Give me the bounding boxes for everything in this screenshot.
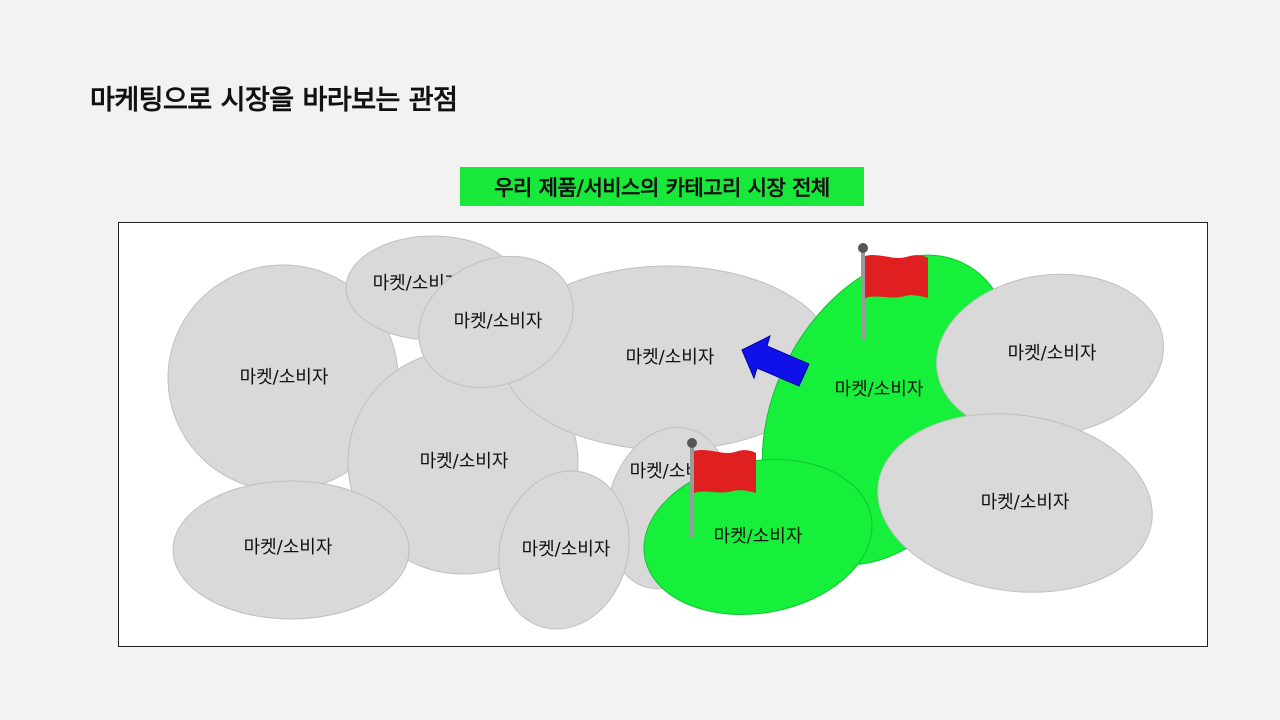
- segment-label: 마켓/소비자: [626, 347, 715, 368]
- segment-label: 마켓/소비자: [244, 537, 333, 558]
- segment-label: 마켓/소비자: [1008, 343, 1097, 364]
- segment-label: 마켓/소비자: [240, 367, 329, 388]
- page-title: 마케팅으로 시장을 바라보는 관점: [90, 85, 458, 116]
- segment-label: 마켓/소비자: [835, 379, 924, 400]
- category-banner: 우리 제품/서비스의 카테고리 시장 전체: [460, 167, 864, 206]
- segment-5: 마켓/소비자: [418, 255, 574, 389]
- segment-label: 마켓/소비자: [522, 539, 611, 560]
- segment-12-highlighted: 마켓/소비자: [643, 459, 873, 615]
- segment-label: 마켓/소비자: [454, 311, 543, 332]
- segment-8: 마켓/소비자: [936, 273, 1164, 437]
- segment-7: 마켓/소비자: [498, 470, 630, 630]
- segment-label: 마켓/소비자: [420, 451, 509, 472]
- segment-label: 마켓/소비자: [981, 492, 1070, 513]
- segment-0: 마켓/소비자: [167, 264, 399, 492]
- arrow-left-icon: [741, 335, 810, 387]
- flag-icon: [858, 243, 928, 340]
- flag-icon: [687, 438, 756, 537]
- segment-label: 마켓/소비자: [714, 526, 803, 547]
- segment-2: 마켓/소비자: [172, 480, 410, 620]
- segment-10: 마켓/소비자: [877, 413, 1153, 593]
